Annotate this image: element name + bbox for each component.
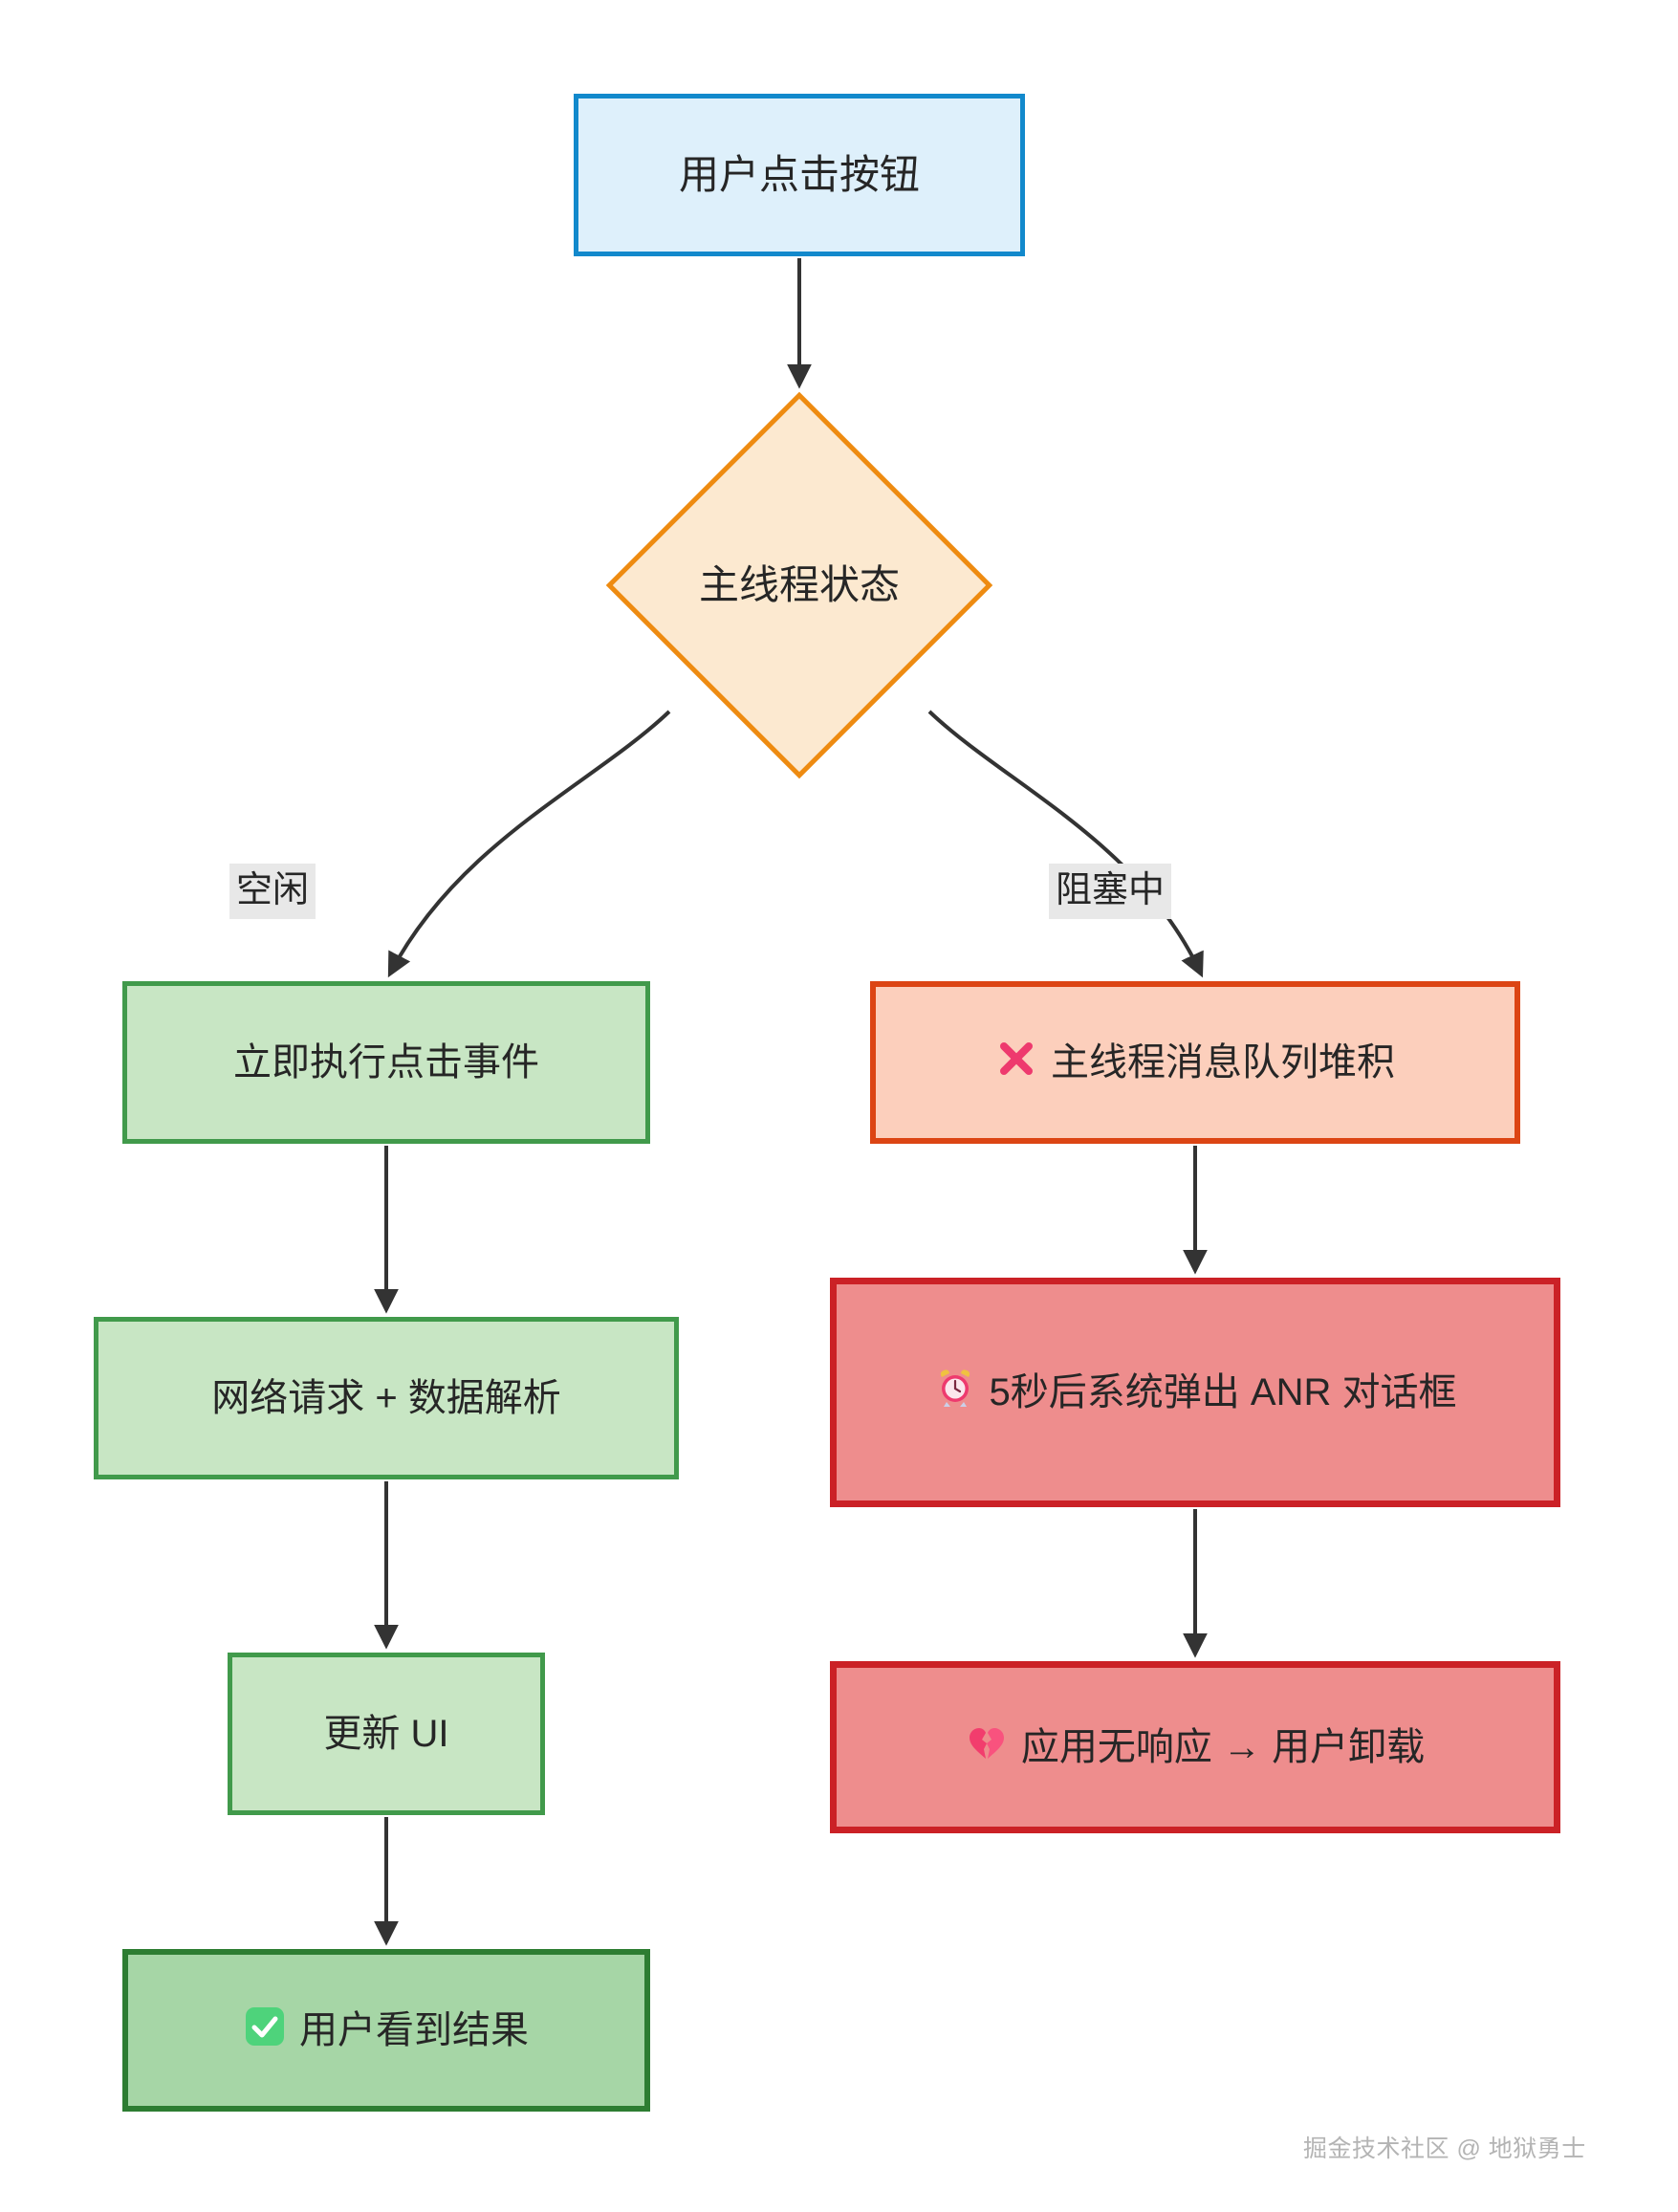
- node-main-thread-queue-backlog[interactable]: 主线程消息队列堆积: [870, 981, 1520, 1144]
- broken-heart-icon: [966, 1722, 1008, 1764]
- node-label-wrap: 主线程消息队列堆积: [982, 1037, 1408, 1088]
- node-app-unresponsive-uninstall[interactable]: 应用无响应 → 用户卸载: [830, 1661, 1560, 1833]
- node-label: 更新 UI: [323, 1713, 449, 1755]
- watermark: 掘金技术社区 @ 地狱勇士: [1303, 2135, 1586, 2162]
- node-execute-click-event[interactable]: 立即执行点击事件: [122, 981, 650, 1144]
- node-label: 用户看到结果: [299, 2009, 529, 2051]
- white-check-mark-icon: [244, 2005, 286, 2048]
- node-label: 用户点击按钮: [678, 151, 920, 197]
- edge-label-blocked: 阻塞中: [1049, 864, 1172, 919]
- node-label: 主线程状态: [698, 561, 900, 607]
- node-label-wrap: 用户看到结果: [230, 2004, 542, 2056]
- node-anr-dialog[interactable]: 5秒后系统弹出 ANR 对话框: [830, 1278, 1560, 1507]
- node-label: 应用无响应 → 用户卸载: [1020, 1726, 1426, 1768]
- node-label: 5秒后系统弹出 ANR 对话框: [989, 1371, 1457, 1413]
- node-main-thread-state[interactable]: 主线程状态: [605, 391, 993, 779]
- node-label: 网络请求 + 数据解析: [211, 1377, 561, 1419]
- node-label-wrap: 5秒后系统弹出 ANR 对话框: [921, 1367, 1471, 1418]
- node-label-wrap: 应用无响应 → 用户卸载: [952, 1721, 1438, 1773]
- node-user-sees-result[interactable]: 用户看到结果: [122, 1949, 650, 2112]
- alarm-clock-icon: [934, 1368, 976, 1410]
- node-label: 立即执行点击事件: [233, 1041, 539, 1084]
- node-network-request-parse[interactable]: 网络请求 + 数据解析: [94, 1317, 679, 1479]
- node-update-ui[interactable]: 更新 UI: [228, 1653, 545, 1815]
- node-user-clicks-button[interactable]: 用户点击按钮: [574, 94, 1025, 256]
- node-label: 主线程消息队列堆积: [1051, 1041, 1395, 1084]
- edge-label-idle: 空闲: [229, 864, 316, 919]
- cross-mark-icon: [995, 1038, 1037, 1080]
